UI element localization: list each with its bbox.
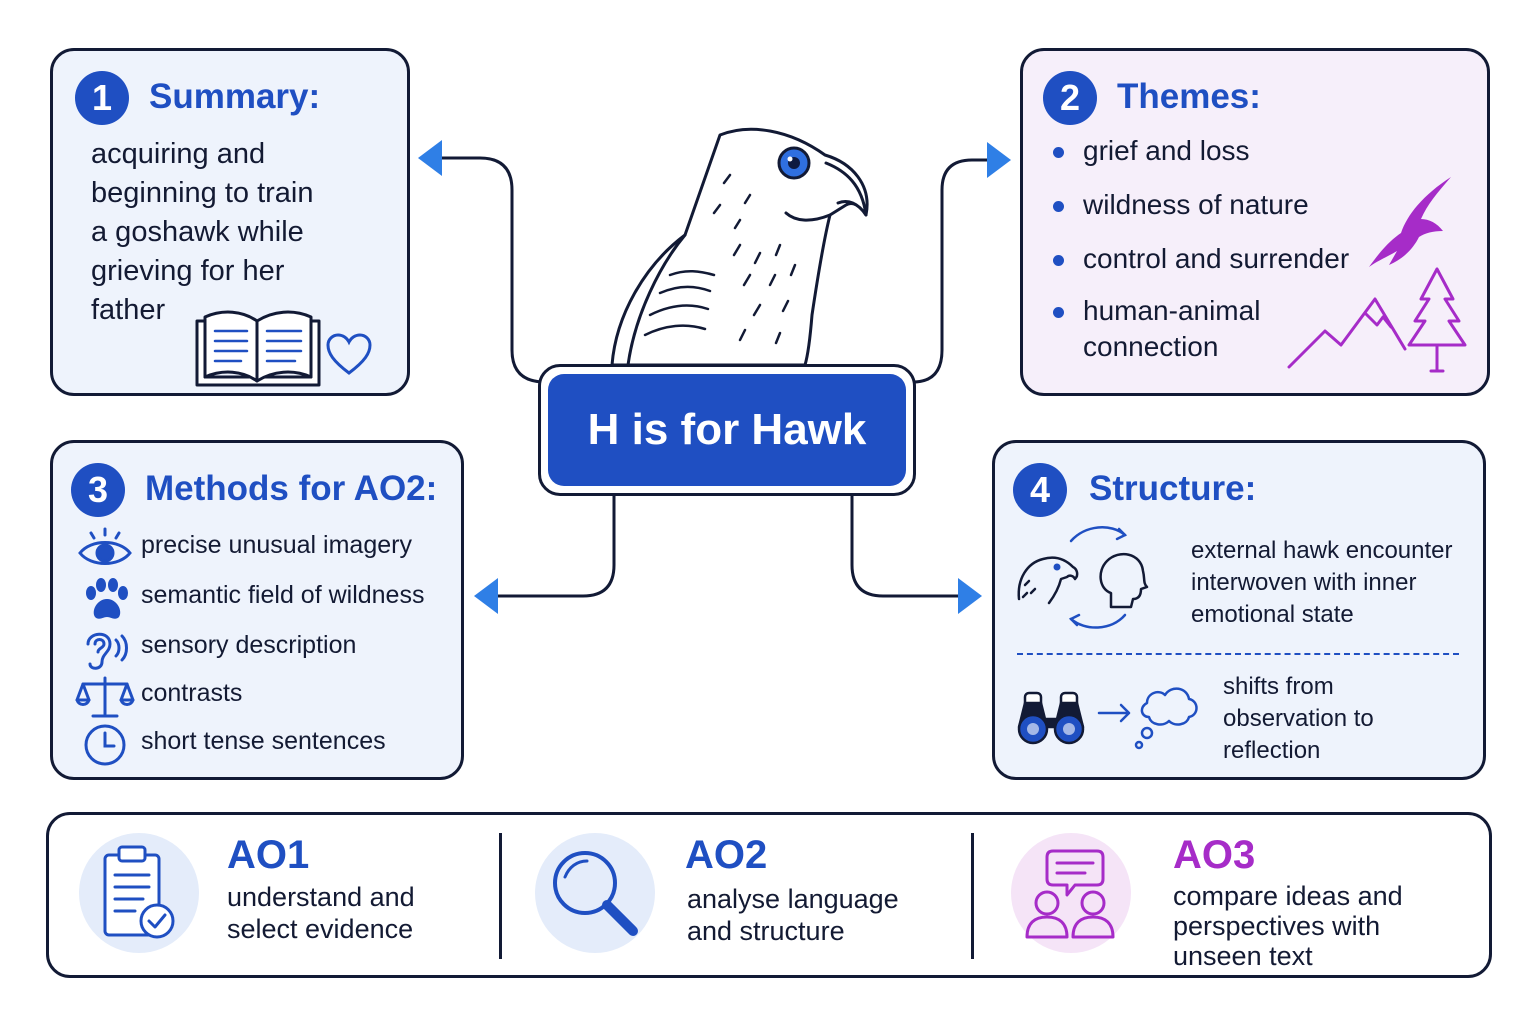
binoculars-to-thought-icon: [1017, 687, 1198, 750]
method-label: contrasts: [141, 679, 243, 707]
themes-card: 2 Themes: grief and loss wildness of nat…: [1020, 48, 1490, 396]
mountains-trees-icon: [1287, 267, 1467, 373]
method-row: [77, 525, 133, 573]
structure-line: observation to: [1223, 705, 1374, 732]
clock-icon: [77, 721, 133, 769]
hawk-illustration: [610, 127, 869, 367]
structure-line: interwoven with inner: [1191, 569, 1417, 596]
arrow-themes: [987, 142, 1011, 178]
summary-line: a goshawk while: [91, 216, 304, 248]
structure-number-badge: 4: [1013, 463, 1067, 517]
method-row: [75, 673, 135, 721]
method-label: precise unusual imagery: [141, 531, 412, 559]
ao-desc-line: unseen text: [1173, 941, 1313, 971]
methods-number-badge: 3: [71, 463, 125, 517]
arrow-methods: [474, 578, 498, 614]
methods-title: Methods for AO2:: [145, 469, 438, 508]
dashed-divider: [1017, 653, 1459, 655]
scales-icon: [75, 673, 135, 721]
structure-point-1: external hawk encounter interwoven with …: [1191, 535, 1453, 631]
theme-item: grief and loss: [1083, 135, 1250, 166]
ao3-description: compare ideas and perspectives with unse…: [1173, 881, 1403, 971]
summary-number-badge: 1: [75, 71, 129, 125]
discussion-icon: [1025, 849, 1115, 939]
ao-desc-line: perspectives with: [1173, 911, 1381, 941]
ao-desc-line: analyse language: [687, 884, 899, 914]
paw-icon: [77, 575, 133, 623]
bullet: [1053, 307, 1064, 318]
summary-card: 1 Summary: acquiring and beginning to tr…: [50, 48, 410, 396]
bullet: [1053, 147, 1064, 158]
ao3-title: AO3: [1173, 833, 1256, 877]
structure-line: reflection: [1223, 737, 1321, 764]
structure-card: 4 Structure: external hawk encounter int…: [992, 440, 1486, 780]
structure-point-2: shifts from observation to reflection: [1223, 671, 1374, 767]
theme-item: human-animal connection: [1083, 295, 1261, 362]
ao1-icon-circle: [79, 833, 199, 953]
theme-item: control and surrender: [1083, 243, 1350, 274]
themes-title: Themes:: [1117, 77, 1261, 116]
ao1-description: understand and select evidence: [227, 881, 415, 945]
flying-bird-icon: [1369, 177, 1451, 267]
open-book-icon: [195, 310, 321, 387]
themes-number-badge: 2: [1043, 71, 1097, 125]
divider: [971, 833, 974, 959]
method-row: [77, 575, 133, 623]
ao-desc-line: select evidence: [227, 914, 414, 944]
structure-title: Structure:: [1089, 469, 1257, 508]
method-label: semantic field of wildness: [141, 581, 425, 609]
ao3-icon-circle: [1011, 833, 1131, 953]
ear-icon: [77, 625, 133, 673]
ao2-description: analyse language and structure: [687, 883, 899, 947]
ao-desc-line: understand and: [227, 882, 415, 912]
bullet: [1053, 255, 1064, 266]
ao2-title: AO2: [685, 833, 768, 877]
ao2-icon-circle: [535, 833, 655, 953]
structure-line: external hawk encounter: [1191, 537, 1453, 564]
methods-card: 3 Methods for AO2: precise unusual image…: [50, 440, 464, 780]
center-title-box: H is for Hawk: [538, 364, 916, 496]
clipboard-check-icon: [103, 845, 175, 939]
method-label: sensory description: [141, 631, 357, 659]
summary-line: beginning to train: [91, 177, 314, 209]
arrow-structure: [958, 578, 982, 614]
assessment-objectives-bar: AO1 understand and select evidence AO2 a…: [46, 812, 1492, 978]
method-row: [77, 721, 133, 769]
ao-desc-line: compare ideas and: [1173, 881, 1403, 911]
heart-icon: [326, 333, 372, 375]
method-label: short tense sentences: [141, 727, 386, 755]
structure-line: shifts from: [1223, 673, 1334, 700]
summary-title: Summary:: [149, 77, 321, 116]
summary-line: grieving for her: [91, 255, 285, 287]
summary-line: acquiring and: [91, 138, 266, 170]
magnifier-icon: [553, 851, 638, 936]
summary-text: acquiring and beginning to train a gosha…: [91, 135, 314, 330]
hawk-head-cycle-icon: [1017, 526, 1149, 629]
structure-line: emotional state: [1191, 601, 1354, 628]
center-title: H is for Hawk: [587, 405, 867, 454]
method-row: [77, 625, 133, 673]
eye-icon: [77, 525, 133, 573]
theme-item: wildness of nature: [1083, 189, 1309, 220]
bullet: [1053, 201, 1064, 212]
ao-desc-line: and structure: [687, 916, 845, 946]
divider: [499, 833, 502, 959]
ao1-title: AO1: [227, 833, 310, 877]
summary-line: father: [91, 294, 166, 326]
arrow-summary: [418, 140, 442, 176]
